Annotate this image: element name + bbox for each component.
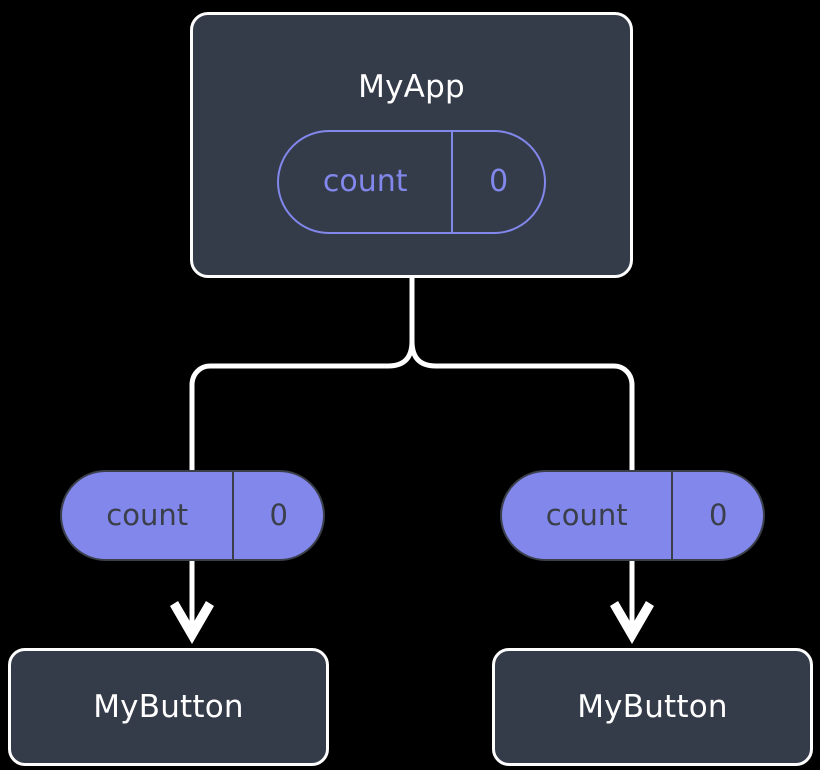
state-pill-value: 0 bbox=[489, 164, 509, 199]
prop-pill-key: count bbox=[545, 498, 628, 532]
prop-pill-left[interactable]: count 0 bbox=[60, 470, 325, 561]
component-node-mybutton-left[interactable]: MyButton bbox=[8, 648, 329, 766]
prop-pill-divider bbox=[232, 472, 235, 559]
prop-pill-key: count bbox=[106, 498, 189, 532]
state-pill-myapp[interactable]: count 0 bbox=[277, 130, 546, 234]
component-title-mybutton-left: MyButton bbox=[93, 688, 244, 725]
arrow-down-icon-left bbox=[170, 601, 214, 644]
state-pill-key: count bbox=[322, 164, 408, 199]
prop-pill-right[interactable]: count 0 bbox=[500, 470, 765, 561]
connector-root-to-branches-right bbox=[409, 274, 635, 473]
prop-pill-value: 0 bbox=[708, 498, 728, 532]
state-pill-divider bbox=[451, 132, 454, 232]
arrow-down-icon-right bbox=[610, 601, 654, 644]
component-title-myapp: MyApp bbox=[358, 69, 465, 105]
prop-pill-value: 0 bbox=[269, 498, 288, 532]
component-title-mybutton-right: MyButton bbox=[577, 688, 728, 725]
connector-root-to-branches bbox=[189, 274, 415, 473]
component-node-mybutton-right[interactable]: MyButton bbox=[492, 648, 813, 766]
prop-pill-divider bbox=[671, 472, 674, 559]
